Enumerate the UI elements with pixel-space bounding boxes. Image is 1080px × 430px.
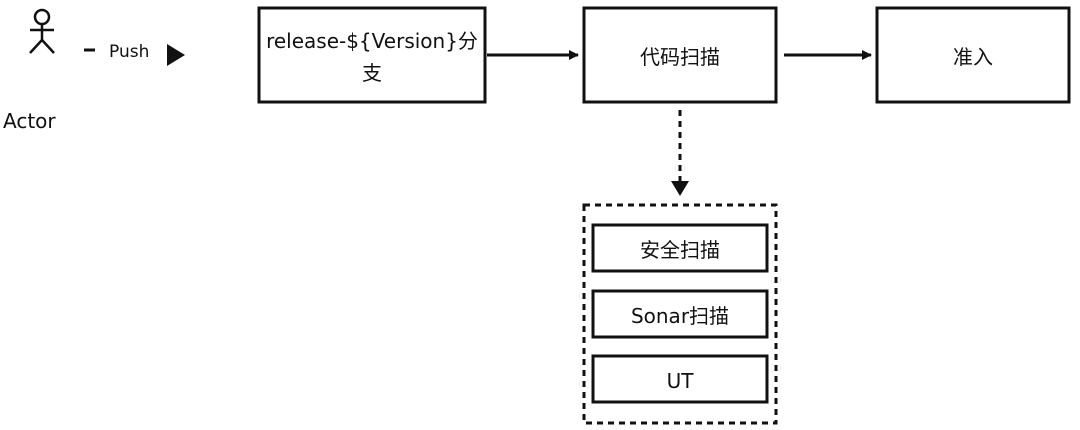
release-branch-label-line2: 支 — [362, 61, 382, 85]
actor-label: Actor — [3, 109, 56, 133]
admission-node — [875, 6, 1071, 104]
scan-item-security-box — [591, 223, 769, 273]
scan-item-security: 安全扫描 — [591, 223, 769, 273]
release-branch-node — [257, 6, 487, 104]
scan-item-ut: UT — [591, 354, 769, 404]
push-edge-label: Push — [109, 42, 149, 62]
release-branch-label-line1: release-${Version}分 — [266, 29, 478, 53]
push-arrow-icon — [167, 44, 185, 66]
scan-item-sonar-label: Sonar扫描 — [631, 304, 729, 328]
actor-icon — [29, 8, 55, 54]
code-scan-node — [582, 6, 778, 104]
scan-item-sonar-box — [591, 289, 769, 339]
code-scan-label: 代码扫描 — [640, 45, 720, 69]
scan-item-ut-label: UT — [667, 369, 695, 393]
scan-group-container — [582, 203, 778, 425]
scan-group-arrow-icon — [671, 181, 689, 196]
scan-item-security-label: 安全扫描 — [640, 238, 720, 262]
scan-item-ut-box — [591, 354, 769, 404]
scan-item-sonar: Sonar扫描 — [591, 289, 769, 339]
admission-label: 准入 — [953, 45, 993, 69]
